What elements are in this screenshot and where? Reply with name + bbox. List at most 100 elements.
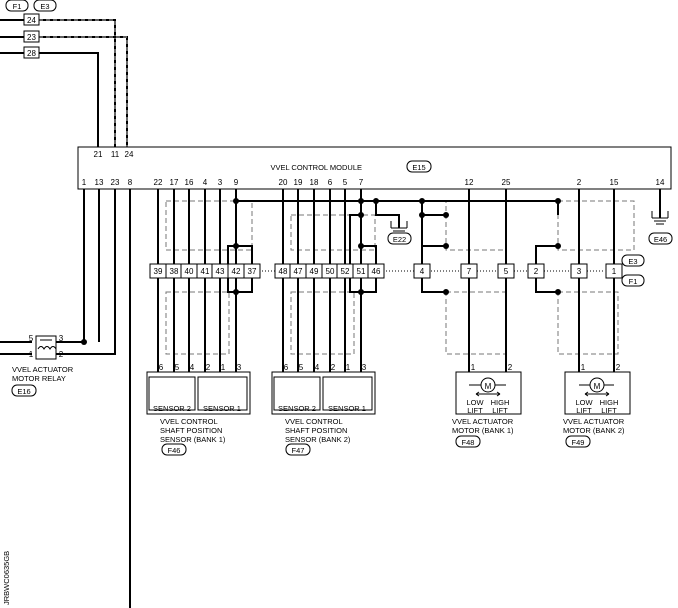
ecm-pin-label: 18 — [310, 178, 319, 187]
joint-connector-f1-label: F1 — [629, 277, 638, 286]
sensor-bank2-label-2: SHAFT POSITION — [285, 426, 347, 435]
joint-pin-label: 40 — [185, 267, 194, 276]
motor-relay: 5 3 1 2 VVEL ACTUATOR MOTOR RELAY E16 — [11, 334, 74, 397]
relay-label-line2: MOTOR RELAY — [12, 374, 66, 383]
ecm-pin-label: 15 — [610, 178, 619, 187]
motor-bank1-high-2: LIFT — [492, 406, 508, 415]
joint-pin-label: 38 — [170, 267, 179, 276]
connector-e16-label: E16 — [17, 387, 30, 396]
ecm-pin-label: 5 — [343, 178, 348, 187]
motor-bank2-symbol: M — [594, 382, 601, 391]
joint-pin-label: 4 — [420, 267, 425, 276]
connector-e22-label: E22 — [393, 235, 406, 244]
sensor-bank1-sensor1: SENSOR 1 — [203, 404, 241, 413]
ecm-pin-label: 6 — [328, 178, 333, 187]
joint-pin-label: 43 — [216, 267, 225, 276]
sensor-bank2-label-3: SENSOR (BANK 2) — [285, 435, 351, 444]
ecm-top-pin-24: 24 — [125, 150, 134, 159]
diagram-code: JRBWC0635GB — [2, 551, 11, 605]
relay-pin-3: 3 — [59, 334, 64, 343]
ecm-top-pin-11: 11 — [111, 150, 120, 159]
joint-connector-labels: E3 F1 — [621, 254, 645, 287]
motor-bank2-pin-2: 2 — [616, 363, 621, 372]
connector-f47-label: F47 — [292, 446, 305, 455]
joint-pin-label: 3 — [577, 267, 582, 276]
relay-wiring — [0, 189, 131, 608]
joint-pin-box — [460, 263, 478, 279]
joint-pin-label: 47 — [294, 267, 303, 276]
motor-bank1-symbol: M — [485, 382, 492, 391]
sensor-bank2-label-1: VVEL CONTROL — [285, 417, 343, 426]
sensor-pin-label: 4 — [190, 363, 195, 372]
joint-pin-box — [413, 263, 431, 279]
motor-bank2-low-2: LIFT — [576, 406, 592, 415]
signal-wires — [157, 189, 661, 372]
sensor-pin-label: 5 — [299, 363, 304, 372]
sensor-pin-label: 1 — [346, 363, 351, 372]
ecm-pin-label: 2 — [577, 178, 582, 187]
connector-e3-label: E3 — [40, 2, 49, 11]
harness-pin-23: 23 — [27, 33, 36, 42]
connector-f46-label: F46 — [168, 446, 181, 455]
sensor-bank1-sensor2: SENSOR 2 — [153, 404, 191, 413]
sensor-bank1-label-2: SHAFT POSITION — [160, 426, 222, 435]
sensor-bank1-label-3: SENSOR (BANK 1) — [160, 435, 226, 444]
sensor-pin-label: 2 — [331, 363, 336, 372]
sensor-pin-label: 3 — [362, 363, 367, 372]
joint-connector-e3-label: E3 — [628, 257, 637, 266]
joint-pin-label: 48 — [279, 267, 288, 276]
ecm-pin-label: 23 — [111, 178, 120, 187]
harness-pin-24: 24 — [27, 16, 36, 25]
sensor-pin-label: 2 — [206, 363, 211, 372]
ecm-pin-label: 16 — [185, 178, 194, 187]
joint-pin-label: 42 — [232, 267, 241, 276]
joint-pin-label: 7 — [467, 267, 472, 276]
joint-pin-label: 50 — [326, 267, 335, 276]
sensor-bank1-label-1: VVEL CONTROL — [160, 417, 218, 426]
joint-pin-label: 52 — [341, 267, 350, 276]
sensor-pin-label: 3 — [237, 363, 242, 372]
harness-pin-28: 28 — [27, 49, 36, 58]
joint-pin-box — [527, 263, 545, 279]
joint-pin-label: 37 — [248, 267, 257, 276]
motor-bank2-label-1: VVEL ACTUATOR — [563, 417, 625, 426]
joint-pin-label: 46 — [372, 267, 381, 276]
ecm-pin-label: 20 — [279, 178, 288, 187]
motor-bank1-label-2: MOTOR (BANK 1) — [452, 426, 514, 435]
motor-bank2: 1 2 M LOW LIFT HIGH LIFT VVEL ACTUATOR M… — [563, 363, 631, 448]
joint-pin-box — [570, 263, 588, 279]
relay-pin-2: 2 — [59, 350, 64, 359]
ecm-pin-label: 17 — [170, 178, 179, 187]
joint-pin-box — [243, 263, 261, 279]
ecm-top-pin-21: 21 — [94, 150, 103, 159]
joint-pin-box — [605, 263, 623, 279]
ecm-pin-label: 14 — [656, 178, 665, 187]
ecm-pin-label: 7 — [359, 178, 364, 187]
motor-bank1-low-1: LOW — [466, 398, 484, 407]
relay-pin-1: 1 — [29, 350, 34, 359]
ground-e22: E22 — [387, 221, 412, 245]
motor-bank1-label-1: VVEL ACTUATOR — [452, 417, 514, 426]
motor-bank1-pin-2: 2 — [508, 363, 513, 372]
connector-e46-label: E46 — [654, 235, 667, 244]
shield-outlines — [165, 200, 635, 355]
ecm-pin-label: 22 — [154, 178, 163, 187]
joint-pin-label: 2 — [534, 267, 539, 276]
motor-bank1: 1 2 M LOW LIFT HIGH LIFT VVEL ACTUATOR M… — [452, 363, 522, 448]
joint-pin-label: 5 — [504, 267, 509, 276]
top-harness: F1 E3 24 23 28 — [0, 0, 128, 150]
motor-bank2-pin-1: 1 — [581, 363, 586, 372]
joint-pin-label: 1 — [612, 267, 617, 276]
sensor-pin-label: 4 — [315, 363, 320, 372]
joint-pin-box — [367, 263, 385, 279]
motor-bank2-high-1: HIGH — [600, 398, 619, 407]
ecm-pin-label: 4 — [203, 178, 208, 187]
ecm-pin-label: 13 — [95, 178, 104, 187]
